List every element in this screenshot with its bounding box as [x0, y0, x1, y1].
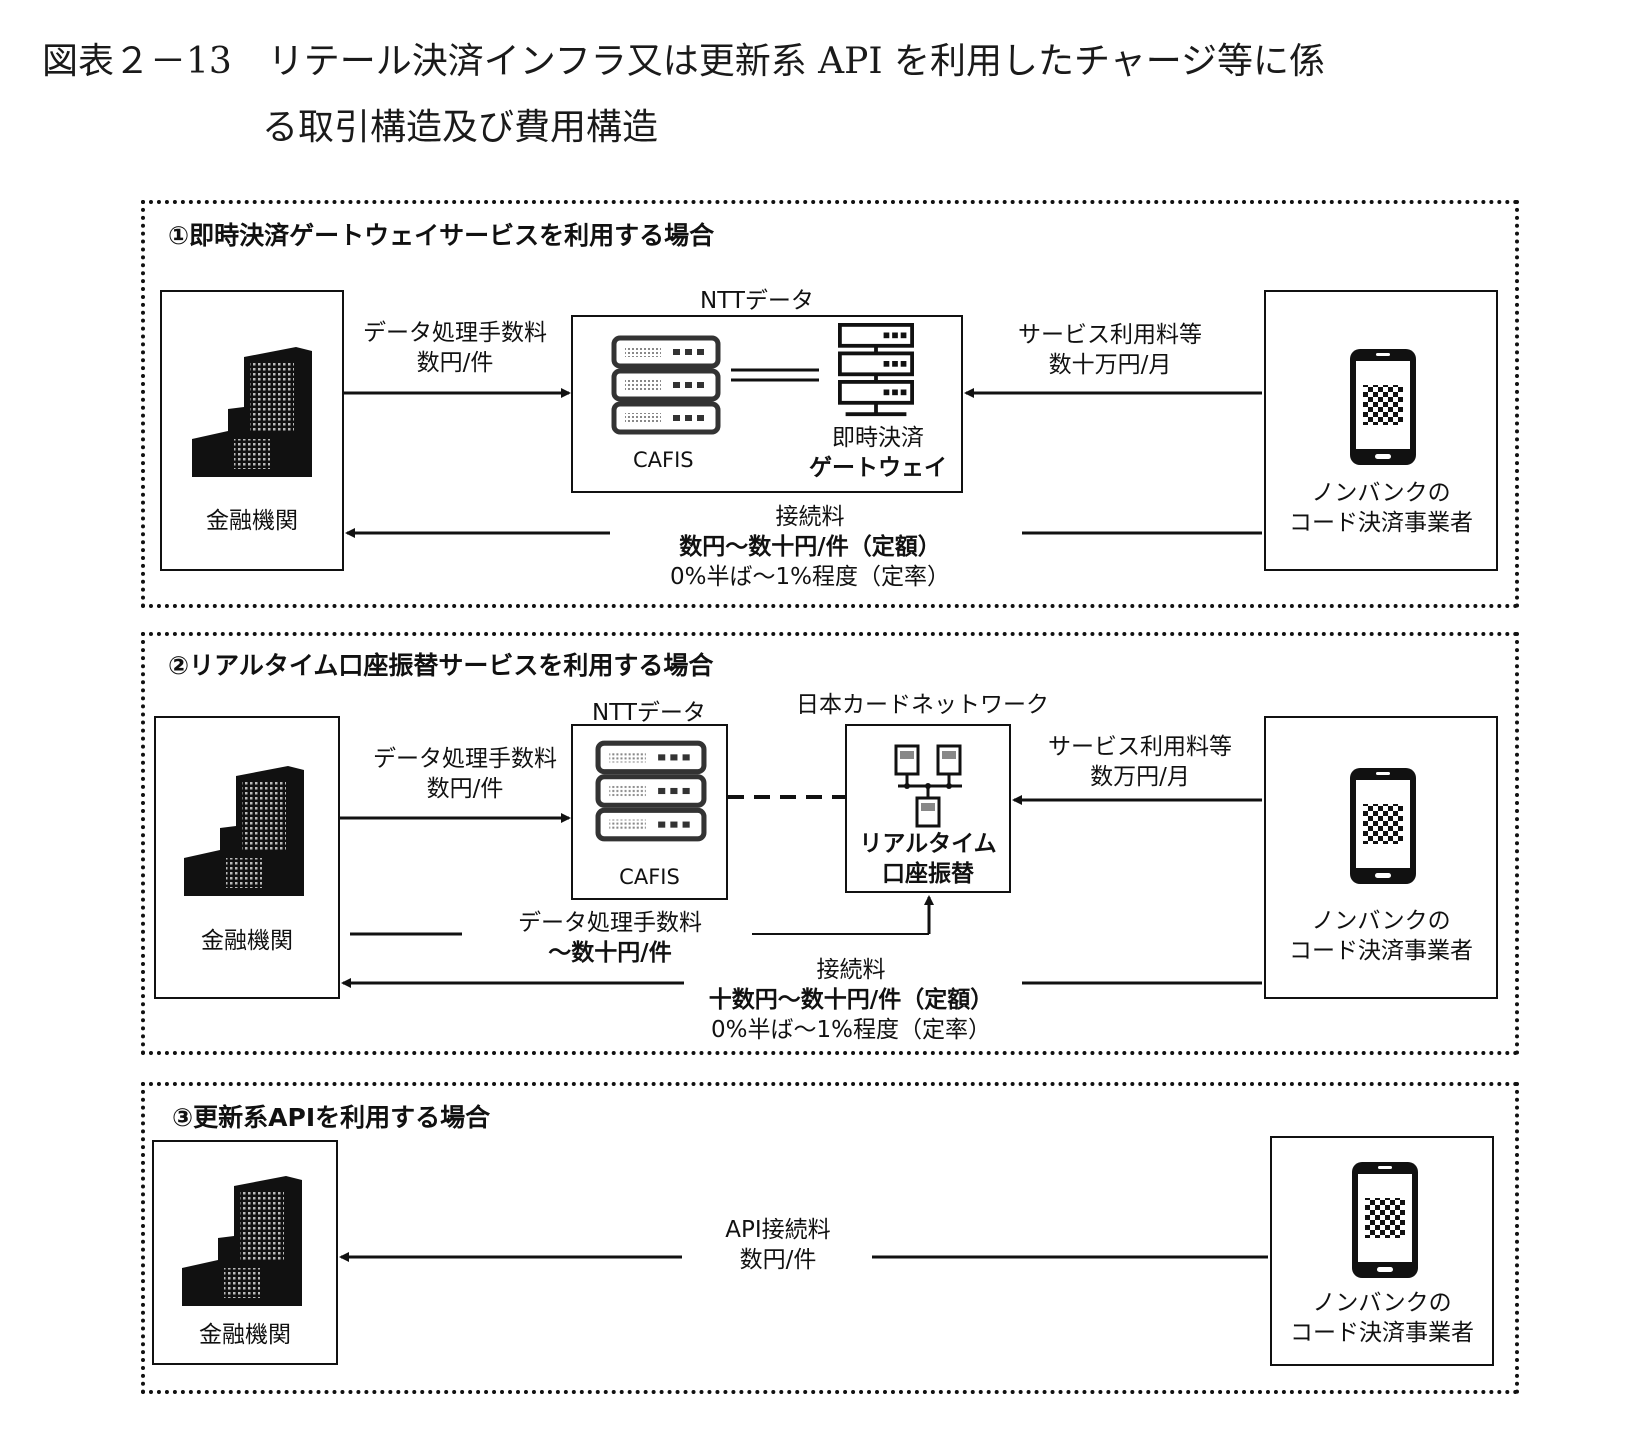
fee-connect-line2: 数円～数十円/件（定額） [679, 534, 941, 560]
nonbank-label-line1: ノンバンクの [1312, 1290, 1452, 1316]
fee-service-line2: 数十万円/月 [1048, 352, 1172, 378]
fee-data-line1: データ処理手数料 [363, 320, 547, 346]
fee-api-line2: 数円/件 [739, 1247, 817, 1273]
section2-fee-service: サービス利用料等 数万円/月 [1030, 732, 1250, 792]
nonbank-label-line2: コード決済事業者 [1289, 938, 1473, 964]
section1-nonbank-box: ノンバンクの コード決済事業者 [1264, 290, 1498, 571]
fee-service-line1: サービス利用料等 [1048, 734, 1232, 760]
section1-heading: ①即時決済ゲートウェイサービスを利用する場合 [168, 221, 715, 250]
fee-data-line2: 数円/件 [426, 776, 504, 802]
section2-realtime-label: リアルタイム 口座振替 [847, 829, 1009, 889]
gateway-label-line1: 即時決済 [832, 425, 924, 451]
section3-fee-api: API接続料 数円/件 [700, 1215, 856, 1275]
fee-data-line2: 数円/件 [416, 350, 494, 376]
section3-bank-box: 金融機関 [152, 1140, 338, 1365]
fee-service-line2: 数万円/月 [1090, 764, 1190, 790]
figure-title-line2: る取引構造及び費用構造 [262, 107, 659, 148]
section1-bank-label: 金融機関 [206, 508, 298, 534]
section2-ntt-box: CAFIS [571, 724, 728, 900]
nonbank-label-line2: コード決済事業者 [1290, 1320, 1474, 1346]
section3-nonbank-box: ノンバンクの コード決済事業者 [1270, 1136, 1494, 1366]
section2-fee-connect: 接続料 十数円～数十円/件（定額） 0%半ば～1%程度（定率） [690, 955, 1012, 1045]
section2-bank-box: 金融機関 [154, 716, 340, 999]
section1-panel [141, 200, 1519, 608]
section3-panel [141, 1082, 1519, 1394]
fee-connect-line2: 十数円～数十円/件（定額） [708, 987, 994, 1013]
section2-ntt-label: NTTデータ [592, 700, 706, 726]
section2-nonbank-label: ノンバンクの コード決済事業者 [1266, 906, 1496, 966]
section1-fee-service: サービス利用料等 数十万円/月 [1000, 320, 1220, 380]
section1-ntt-label: NTTデータ [700, 288, 814, 314]
section2-cafis-label: CAFIS [619, 865, 680, 889]
section2-bank-label: 金融機関 [201, 928, 293, 954]
section1-fee-connect: 接続料 数円～数十円/件（定額） 0%半ば～1%程度（定率） [640, 502, 980, 592]
link-double-line [731, 368, 819, 382]
section3-bank-label: 金融機関 [199, 1322, 291, 1348]
section1-gateway-label: 即時決済 ゲートウェイ [803, 423, 953, 483]
fee-connect-line1: 接続料 [816, 957, 886, 983]
fee-connect-line3: 0%半ば～1%程度（定率） [670, 564, 950, 590]
nonbank-label-line2: コード決済事業者 [1289, 510, 1473, 536]
section2-fee-data-ntt: データ処理手数料 数円/件 [360, 744, 570, 804]
section1-fee-data: データ処理手数料 数円/件 [355, 318, 555, 378]
section2-panel [141, 632, 1519, 1055]
fee-data-jcn-line2: ～数十円/件 [548, 940, 672, 966]
fee-service-line1: サービス利用料等 [1018, 322, 1202, 348]
section1-bank-box: 金融機関 [160, 290, 344, 571]
section1-ntt-box: CAFIS 即時決済 ゲートウェイ [571, 315, 963, 493]
section1-cafis-label: CAFIS [633, 448, 694, 472]
fee-data-jcn-line1: データ処理手数料 [518, 910, 702, 936]
nonbank-label-line1: ノンバンクの [1311, 480, 1451, 506]
section2-realtime-box: リアルタイム 口座振替 [845, 724, 1011, 893]
section2-heading: ②リアルタイム口座振替サービスを利用する場合 [168, 651, 714, 680]
section2-fee-data-jcn: データ処理手数料 ～数十円/件 [505, 908, 715, 968]
section2-nonbank-box: ノンバンクの コード決済事業者 [1264, 716, 1498, 999]
fee-data-line1: データ処理手数料 [373, 746, 557, 772]
nonbank-label-line1: ノンバンクの [1311, 908, 1451, 934]
realtime-label-line1: リアルタイム [859, 831, 997, 857]
fee-api-line1: API接続料 [725, 1217, 831, 1243]
section3-heading: ③更新系APIを利用する場合 [172, 1103, 491, 1132]
fee-connect-line1: 接続料 [775, 504, 845, 530]
section2-jcn-label: 日本カードネットワーク [796, 692, 1049, 718]
section3-nonbank-label: ノンバンクの コード決済事業者 [1272, 1288, 1492, 1348]
fee-connect-line3: 0%半ば～1%程度（定率） [711, 1017, 991, 1043]
gateway-label-line2: ゲートウェイ [809, 455, 947, 481]
figure-title-line1: 図表２－13 リテール決済インフラ又は更新系 API を利用したチャージ等に係 [42, 41, 1325, 82]
section1-nonbank-label: ノンバンクの コード決済事業者 [1266, 478, 1496, 538]
realtime-label-line2: 口座振替 [882, 861, 974, 887]
